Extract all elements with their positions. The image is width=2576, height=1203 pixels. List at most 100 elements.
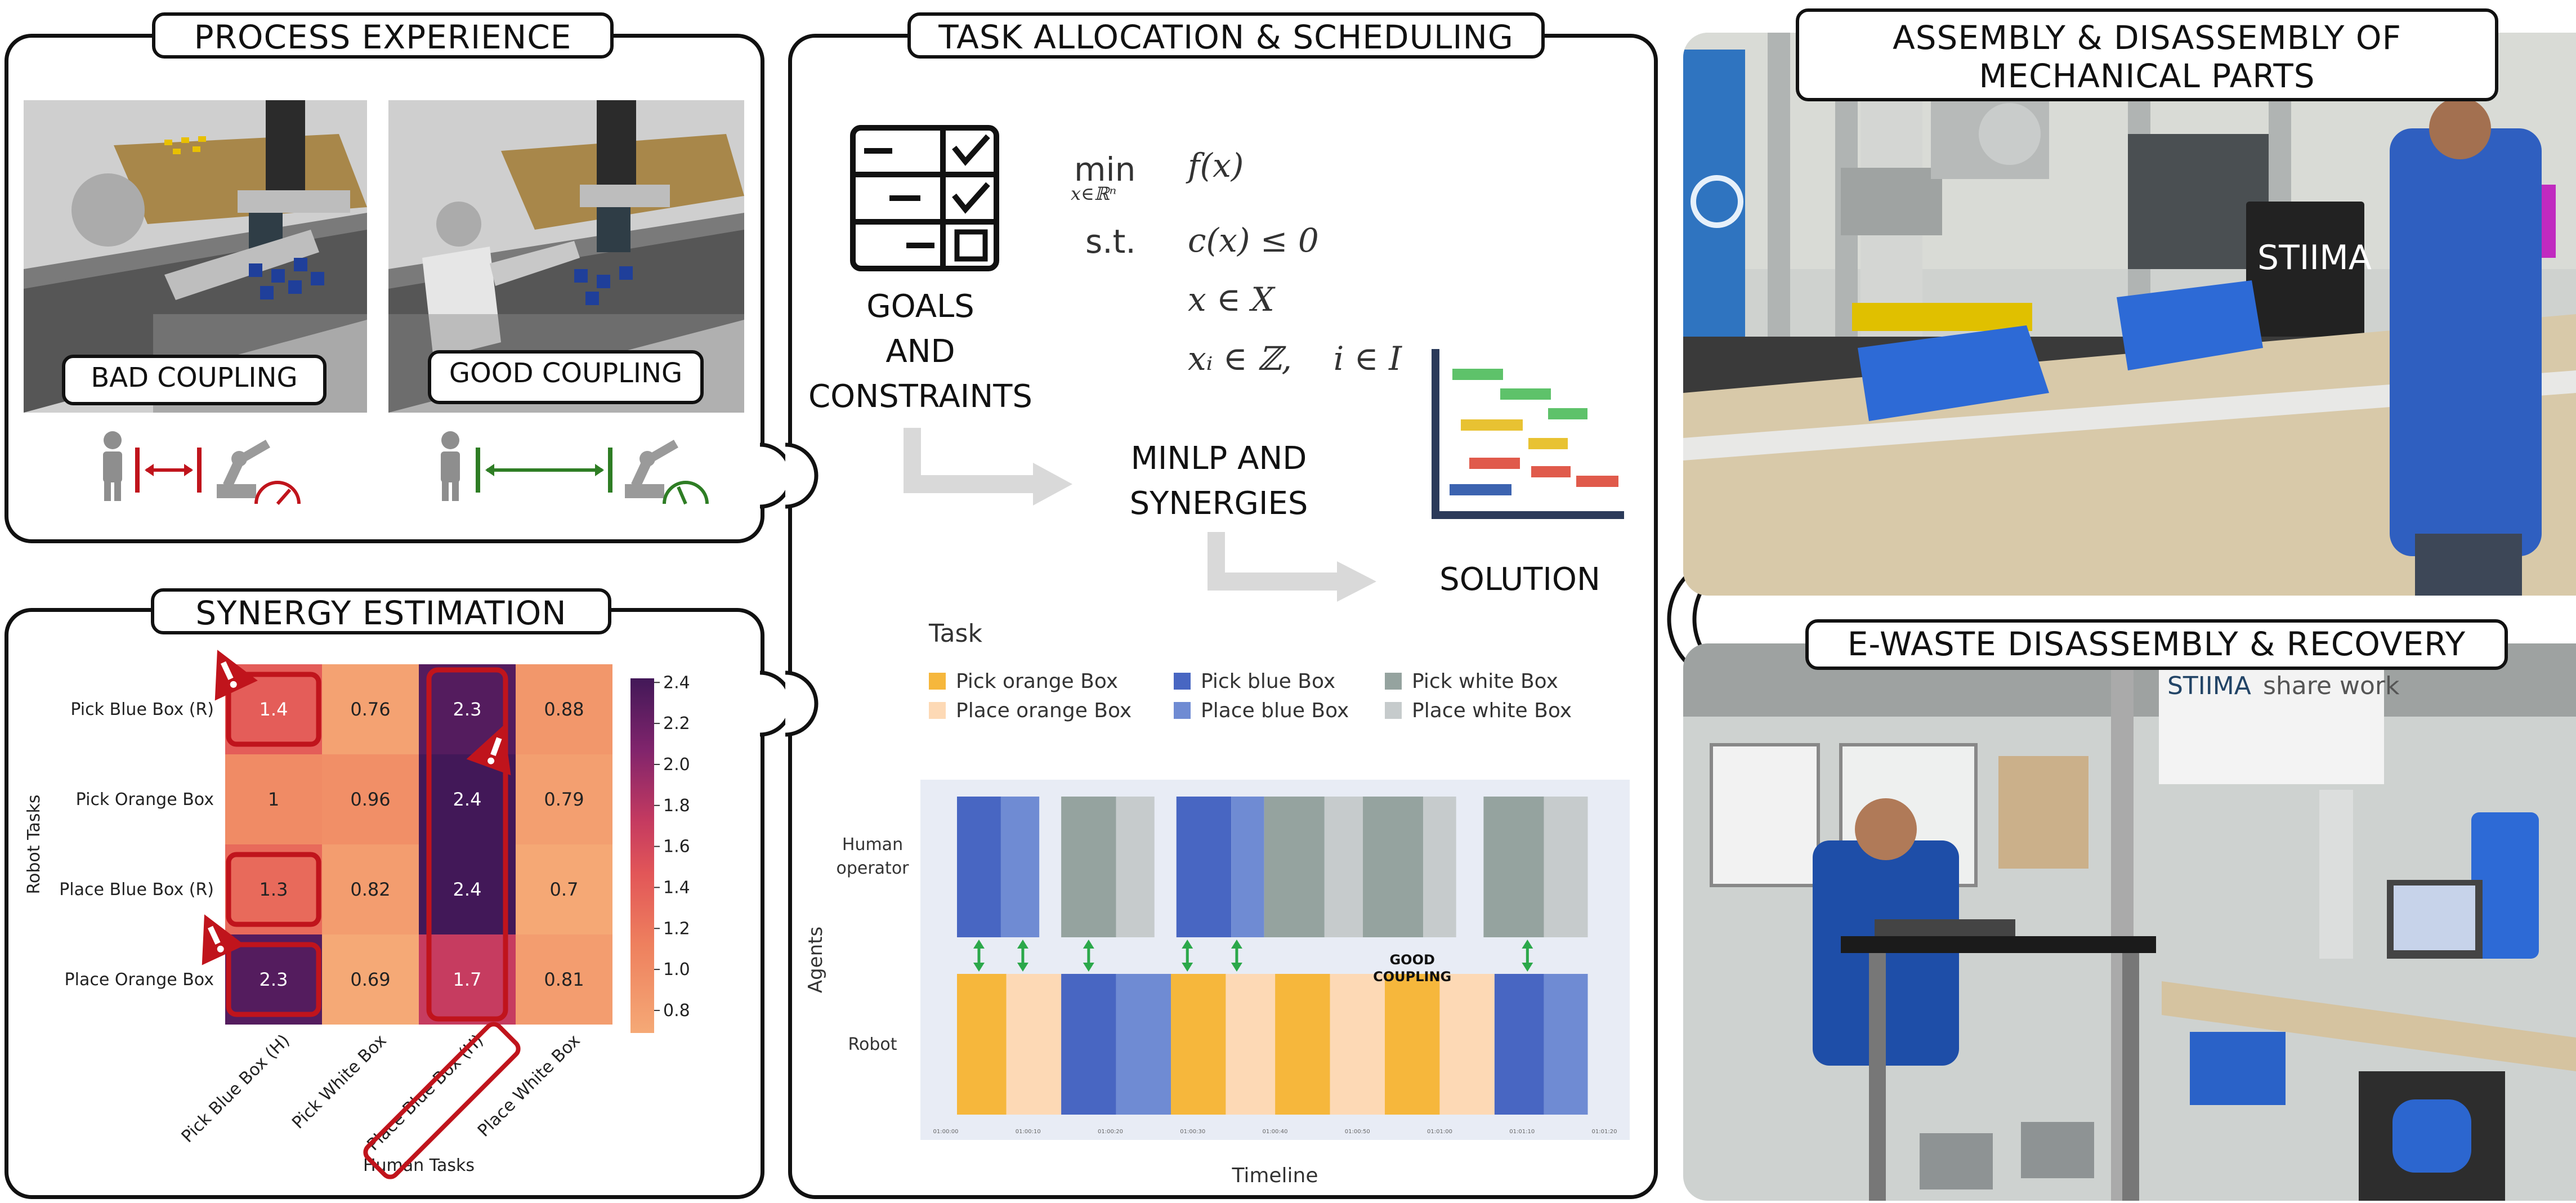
gantt-bar-robot bbox=[1006, 974, 1062, 1115]
gantt-bar-robot bbox=[1275, 974, 1330, 1115]
gantt-y-axis-label: Agents bbox=[805, 927, 827, 993]
gantt-bar-robot bbox=[1385, 974, 1440, 1115]
gantt-bar-robot bbox=[1171, 974, 1226, 1115]
gantt-bar-human bbox=[1000, 797, 1040, 937]
stiima-sign: STIIMA bbox=[2257, 238, 2372, 278]
heatmap-cell-label: 2.3 bbox=[453, 699, 482, 720]
heatmap-cell-label: 0.7 bbox=[550, 879, 579, 900]
warning-bar bbox=[221, 661, 234, 680]
legend-swatch bbox=[929, 702, 946, 719]
heatmap-cell bbox=[322, 934, 419, 1025]
heatmap-cell bbox=[419, 844, 516, 934]
ewaste-title: E-WASTE DISASSEMBLY & RECOVERY bbox=[1805, 619, 2508, 670]
gantt-bar-robot bbox=[1330, 974, 1385, 1115]
legend-swatch bbox=[1174, 702, 1191, 719]
agent-label-line: operator bbox=[836, 858, 909, 878]
heatmap-cell bbox=[225, 844, 322, 934]
heatmap-cell-label: 1.4 bbox=[260, 699, 288, 720]
sharework-sign: share work bbox=[2263, 672, 2400, 700]
colorbar bbox=[630, 678, 654, 1033]
heatmap-cell-label: 1.3 bbox=[260, 879, 288, 900]
legend-label: Place blue Box bbox=[1201, 699, 1349, 722]
annotation-line: COUPLING bbox=[1373, 969, 1451, 985]
heatmap-cell-label: 2.4 bbox=[453, 879, 482, 900]
sync-arrow-head bbox=[1083, 963, 1094, 972]
warning-bar bbox=[490, 737, 502, 756]
sync-arrow-head bbox=[1231, 940, 1242, 949]
assembly-photo: STIIMA bbox=[1683, 33, 2576, 596]
gantt-bar-human bbox=[1423, 797, 1456, 937]
heatmap-y-tick-label: Pick Orange Box bbox=[76, 790, 214, 810]
heatmap-cell-label: 2.4 bbox=[453, 789, 482, 810]
colorbar-tick-label: 1.4 bbox=[663, 878, 690, 897]
sync-arrow-head bbox=[1083, 940, 1094, 949]
sync-arrow-head bbox=[1017, 963, 1028, 972]
heatmap-cell bbox=[516, 754, 612, 844]
heatmap-cell bbox=[225, 754, 322, 844]
highlight-cell-box bbox=[226, 852, 321, 927]
highlight-column-box bbox=[426, 667, 508, 1022]
gantt-bar-robot bbox=[1544, 974, 1588, 1115]
formula-constraint-1: c(x) ≤ 0 bbox=[1188, 221, 1319, 260]
heatmap-cell bbox=[225, 934, 322, 1025]
colorbar-tick-label: 2.0 bbox=[663, 755, 690, 775]
colorbar-tick-label: 1.6 bbox=[663, 837, 690, 857]
gantt-bar-human bbox=[1231, 797, 1264, 937]
gantt-x-tick-label: 01:00:10 bbox=[1016, 1129, 1041, 1135]
warning-icon bbox=[202, 914, 245, 965]
ewaste-stiima-sign: STIIMA bbox=[2167, 672, 2251, 700]
legend-label: Pick blue Box bbox=[1201, 670, 1335, 693]
process-experience-title: PROCESS EXPERIENCE bbox=[152, 12, 614, 59]
warning-dot bbox=[217, 945, 224, 952]
gantt-bar-robot bbox=[1439, 974, 1495, 1115]
warning-icon bbox=[466, 725, 511, 776]
heatmap-cell bbox=[322, 754, 419, 844]
gantt-bar-robot bbox=[1116, 974, 1171, 1115]
gantt-x-tick-label: 01:00:00 bbox=[933, 1129, 959, 1135]
ewaste-photo: STIIMA share work bbox=[1683, 643, 2576, 1201]
agent-label: Human operator bbox=[836, 835, 909, 878]
warning-dot bbox=[230, 681, 237, 688]
colorbar-tick-label: 1.8 bbox=[663, 796, 690, 816]
gantt-bar-human bbox=[1544, 797, 1588, 937]
heatmap-x-tick-label: Place White Box bbox=[474, 1031, 584, 1141]
gantt-bar-human bbox=[1116, 797, 1155, 937]
gantt-x-tick-label: 01:01:10 bbox=[1509, 1129, 1535, 1135]
gantt-bar-human bbox=[957, 797, 1001, 937]
flow-arrow-1 bbox=[904, 428, 1072, 506]
warning-icon bbox=[214, 650, 258, 701]
highlight-cell-box bbox=[226, 942, 321, 1017]
warning-triangle bbox=[466, 725, 511, 776]
legend-swatch bbox=[1385, 673, 1402, 690]
gantt-x-tick-label: 01:01:20 bbox=[1592, 1129, 1617, 1135]
agent-label: Robot bbox=[848, 1035, 897, 1054]
heatmap-x-tick-label: Pick White Box bbox=[288, 1031, 391, 1133]
gantt-bar-human bbox=[1176, 797, 1232, 937]
formula-constraint-3: xᵢ ∈ ℤ, i ∈ I bbox=[1188, 339, 1402, 378]
ewaste-scene: STIIMA share work bbox=[1683, 643, 2576, 1201]
gantt-x-tick-label: 01:00:20 bbox=[1098, 1129, 1123, 1135]
gantt-bar-human bbox=[1264, 797, 1325, 937]
heatmap-x-tick-label: Pick Blue Box (H) bbox=[178, 1031, 294, 1147]
heatmap-cell-label: 0.69 bbox=[350, 969, 390, 990]
heatmap-cell-label: 0.82 bbox=[350, 879, 390, 900]
gantt-solution-icon bbox=[1432, 349, 1624, 519]
gantt-bar-robot bbox=[1061, 974, 1116, 1115]
formula-st: s.t. bbox=[1085, 222, 1136, 261]
minlp-formula: min x∈ℝⁿ f(x) s.t. c(x) ≤ 0 x ∈ X xᵢ ∈ ℤ… bbox=[1058, 144, 1452, 397]
legend-swatch bbox=[929, 673, 946, 690]
colorbar-tick-label: 2.4 bbox=[663, 673, 690, 692]
assembly-scene: STIIMA bbox=[1683, 33, 2576, 596]
formula-objective: f(x) bbox=[1188, 146, 1244, 185]
agent-label-line: Human bbox=[842, 835, 903, 855]
colorbar-tick-label: 1.0 bbox=[663, 960, 690, 980]
heatmap-y-axis-label: Robot Tasks bbox=[24, 795, 44, 895]
highlight-x-label-box bbox=[363, 1022, 521, 1179]
gantt-bar-human bbox=[1363, 797, 1424, 937]
good-coupling-icon bbox=[441, 431, 709, 505]
gantt-x-axis-label: Timeline bbox=[1231, 1164, 1318, 1187]
heatmap-y-tick-label: Pick Blue Box (R) bbox=[70, 700, 214, 719]
colorbar-tick-label: 0.8 bbox=[663, 1001, 690, 1021]
gantt-bar-robot bbox=[1226, 974, 1276, 1115]
